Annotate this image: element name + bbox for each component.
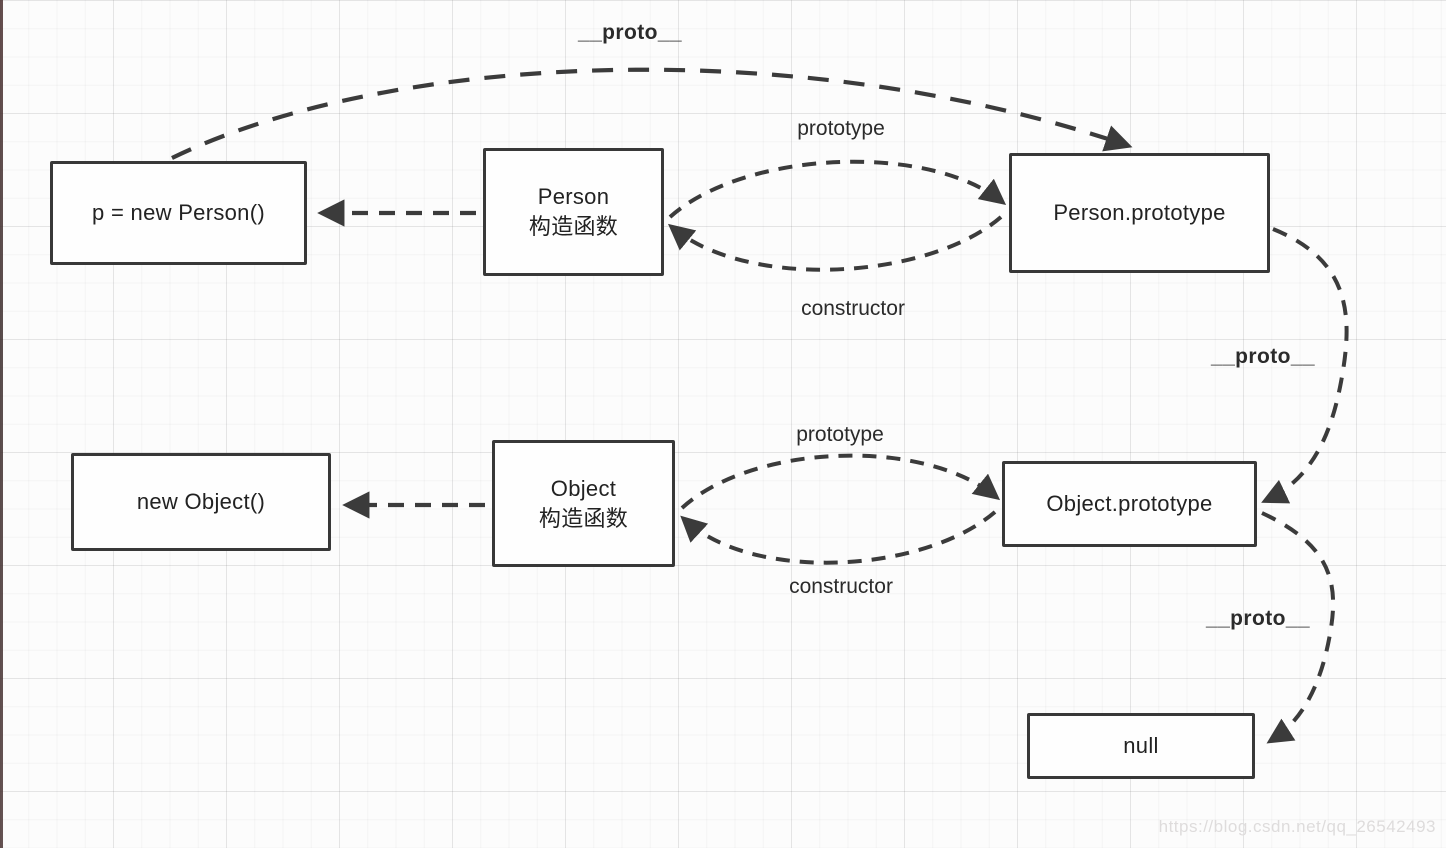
arrow-person-constructor-edge	[667, 215, 1003, 272]
node-null: null	[1027, 713, 1255, 779]
node-object-constructor-name: Object	[550, 475, 617, 501]
node-new-object: new Object()	[71, 453, 331, 551]
node-object-constructor: Object 构造函数	[492, 440, 675, 567]
arrow-object-constructor-edge	[680, 510, 997, 565]
node-person-prototype: Person.prototype	[1009, 153, 1270, 273]
label-prototype-object: prototype	[796, 423, 884, 446]
label-proto-top: __proto__	[578, 21, 682, 44]
node-person-constructor-name: Person	[537, 184, 610, 210]
label-constructor-object: constructor	[789, 575, 893, 598]
node-object-prototype: Object.prototype	[1002, 461, 1257, 547]
node-p-new-person: p = new Person()	[50, 161, 307, 265]
node-person-constructor-subtitle: 构造函数	[528, 214, 619, 239]
node-new-object-label: new Object()	[136, 489, 266, 515]
label-constructor-person: constructor	[801, 297, 905, 320]
arrow-object-prototype-edge	[680, 453, 1001, 510]
label-prototype-person: prototype	[797, 117, 885, 140]
watermark-url: https://blog.csdn.net/qq_26542493	[1158, 817, 1436, 836]
arrow-proto-object-prototype-to-null	[1261, 511, 1336, 744]
arrow-person-prototype-edge	[668, 159, 1007, 219]
node-person-prototype-label: Person.prototype	[1053, 200, 1226, 226]
arrow-proto-person-prototype-to-object-prototype	[1261, 227, 1349, 504]
label-proto-object-to-null: __proto__	[1206, 607, 1310, 630]
arrow-proto-p-to-person-prototype	[171, 67, 1133, 160]
label-proto-person-to-object: __proto__	[1211, 345, 1315, 368]
node-null-label: null	[1123, 733, 1159, 759]
node-person-constructor: Person 构造函数	[483, 148, 664, 276]
node-object-constructor-subtitle: 构造函数	[538, 505, 629, 531]
node-object-prototype-label: Object.prototype	[1046, 491, 1213, 517]
node-p-new-person-label: p = new Person()	[92, 200, 265, 226]
left-edge-artifact	[0, 0, 3, 848]
